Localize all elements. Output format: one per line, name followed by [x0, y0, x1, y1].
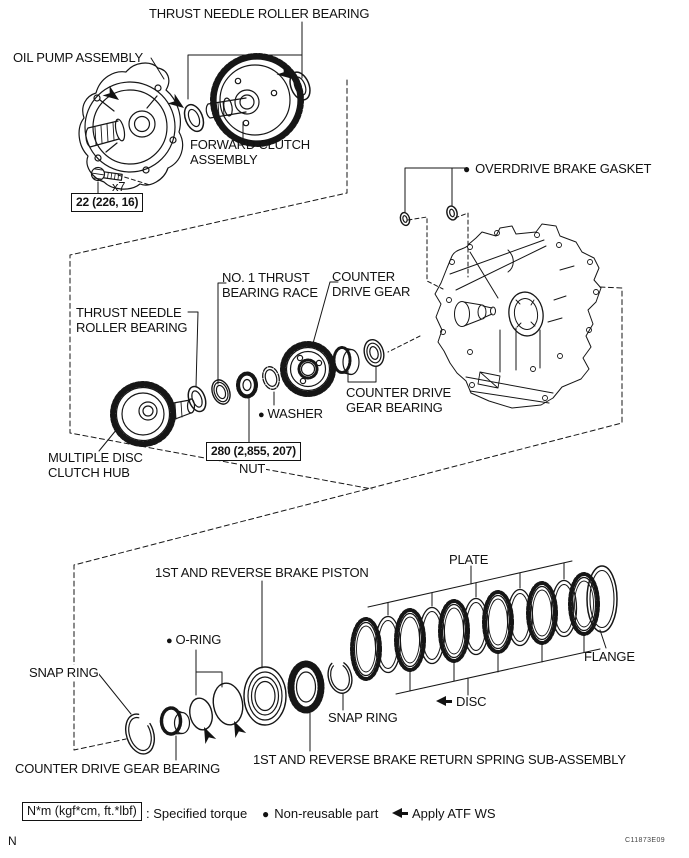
leader-gasket	[404, 167, 467, 213]
dashed-plane-bottom	[73, 286, 623, 751]
legend-apply-atf: Apply ATF WS	[392, 806, 496, 821]
forward-clutch-drawing	[205, 53, 304, 147]
snap-ring-right-drawing	[327, 660, 353, 694]
label-forward-clutch-assembly: FORWARD CLUTCH ASSEMBLY	[190, 137, 310, 168]
disc-bracket	[395, 632, 601, 696]
thrust-bearing-right-drawing	[289, 71, 311, 101]
label-nut: NUT	[238, 461, 267, 477]
return-spring-drawing	[287, 660, 325, 714]
dashed-plane-top	[69, 79, 373, 490]
label-washer: ●WASHER	[258, 406, 323, 421]
label-multiple-disc-clutch-hub: MULTIPLE DISC CLUTCH HUB	[48, 450, 143, 481]
counter-gear-bearing-mid-drawing	[332, 339, 385, 376]
legend-specified-torque: : Specified torque	[146, 806, 248, 821]
label-plate: PLATE	[449, 552, 489, 567]
flange-drawing	[586, 565, 618, 633]
legend-torque-symbol-box: N*m (kgf*cm, ft.*lbf)	[22, 802, 142, 821]
label-oil-pump-assembly: OIL PUMP ASSEMBLY	[13, 50, 144, 65]
label-flange: FLANGE	[584, 649, 635, 664]
washer-drawing	[262, 366, 280, 390]
label-thrust-needle-roller-bearing-top: THRUST NEEDLE ROLLER BEARING	[149, 6, 370, 21]
figure-code: C11873E09	[625, 837, 666, 844]
thrust-bearing-left-drawing	[183, 103, 205, 133]
label-return-spring-sub-assembly: 1ST AND REVERSE BRAKE RETURN SPRING SUB-…	[253, 752, 626, 767]
bolt-drawing	[90, 166, 123, 182]
label-overdrive-brake-gasket: ●OVERDRIVE BRAKE GASKET	[463, 161, 652, 176]
counter-gear-bearing-bottom-drawing	[159, 706, 191, 736]
label-thrust-needle-roller-bearing-mid: THRUST NEEDLE ROLLER BEARING	[76, 305, 188, 336]
brake-piston-drawing	[243, 666, 287, 726]
multiple-disc-clutch-hub-drawing	[110, 381, 196, 447]
dashed-gasket-alignment	[387, 212, 469, 353]
non-reusable-bullet-icon: ●	[463, 162, 471, 176]
apply-atf-arrow-icon	[102, 64, 297, 113]
plate-bracket	[367, 560, 573, 616]
non-reusable-bullet-icon: ●	[166, 635, 173, 647]
overdrive-gasket-drawing	[399, 205, 458, 227]
label-bolt-count: x7	[112, 179, 126, 194]
non-reusable-bullet-icon: ●	[258, 409, 265, 421]
label-brake-piston: 1ST AND REVERSE BRAKE PISTON	[155, 565, 369, 580]
o-ring-small-drawing	[189, 697, 213, 731]
transmission-case-drawing	[434, 223, 602, 409]
torque-spec-nut: 280 (2,855, 207)	[206, 442, 301, 461]
label-counter-drive-gear-bearing-bottom: COUNTER DRIVE GEAR BEARING	[15, 761, 220, 776]
apply-atf-arrow-icon	[392, 808, 408, 819]
label-counter-drive-gear: COUNTER DRIVE GEAR	[332, 269, 411, 300]
leader-lines-top	[97, 21, 303, 194]
label-o-ring: ●O-RING	[166, 632, 222, 647]
label-disc: DISC	[436, 694, 486, 709]
non-reusable-bullet-icon: ●	[262, 807, 270, 821]
bearing-race-drawing	[211, 379, 231, 405]
o-ring-large-drawing	[212, 682, 244, 726]
apply-atf-arrow-icon	[436, 696, 452, 707]
nut-drawing	[236, 371, 258, 399]
label-snap-ring-right: SNAP RING	[328, 710, 398, 725]
oil-pump-drawing	[78, 62, 184, 190]
torque-spec-oil-pump: 22 (226, 16)	[71, 193, 144, 212]
label-snap-ring-left: SNAP RING	[28, 665, 100, 681]
dashed-bolt-line	[117, 174, 151, 186]
label-counter-drive-gear-bearing-mid: COUNTER DRIVE GEAR BEARING	[346, 385, 452, 416]
counter-drive-gear-drawing	[280, 341, 336, 397]
clutch-pack-stack-drawing	[350, 572, 600, 681]
thrust-bearing-mid-drawing	[187, 385, 207, 413]
leader-lines-mid	[98, 281, 377, 452]
page-marker: N	[8, 834, 17, 848]
label-no1-thrust-bearing-race: NO. 1 THRUST BEARING RACE	[222, 270, 318, 301]
snap-ring-left-drawing	[124, 713, 156, 755]
leader-lines-bottom	[97, 580, 607, 761]
legend-non-reusable: ●Non-reusable part	[262, 806, 379, 821]
